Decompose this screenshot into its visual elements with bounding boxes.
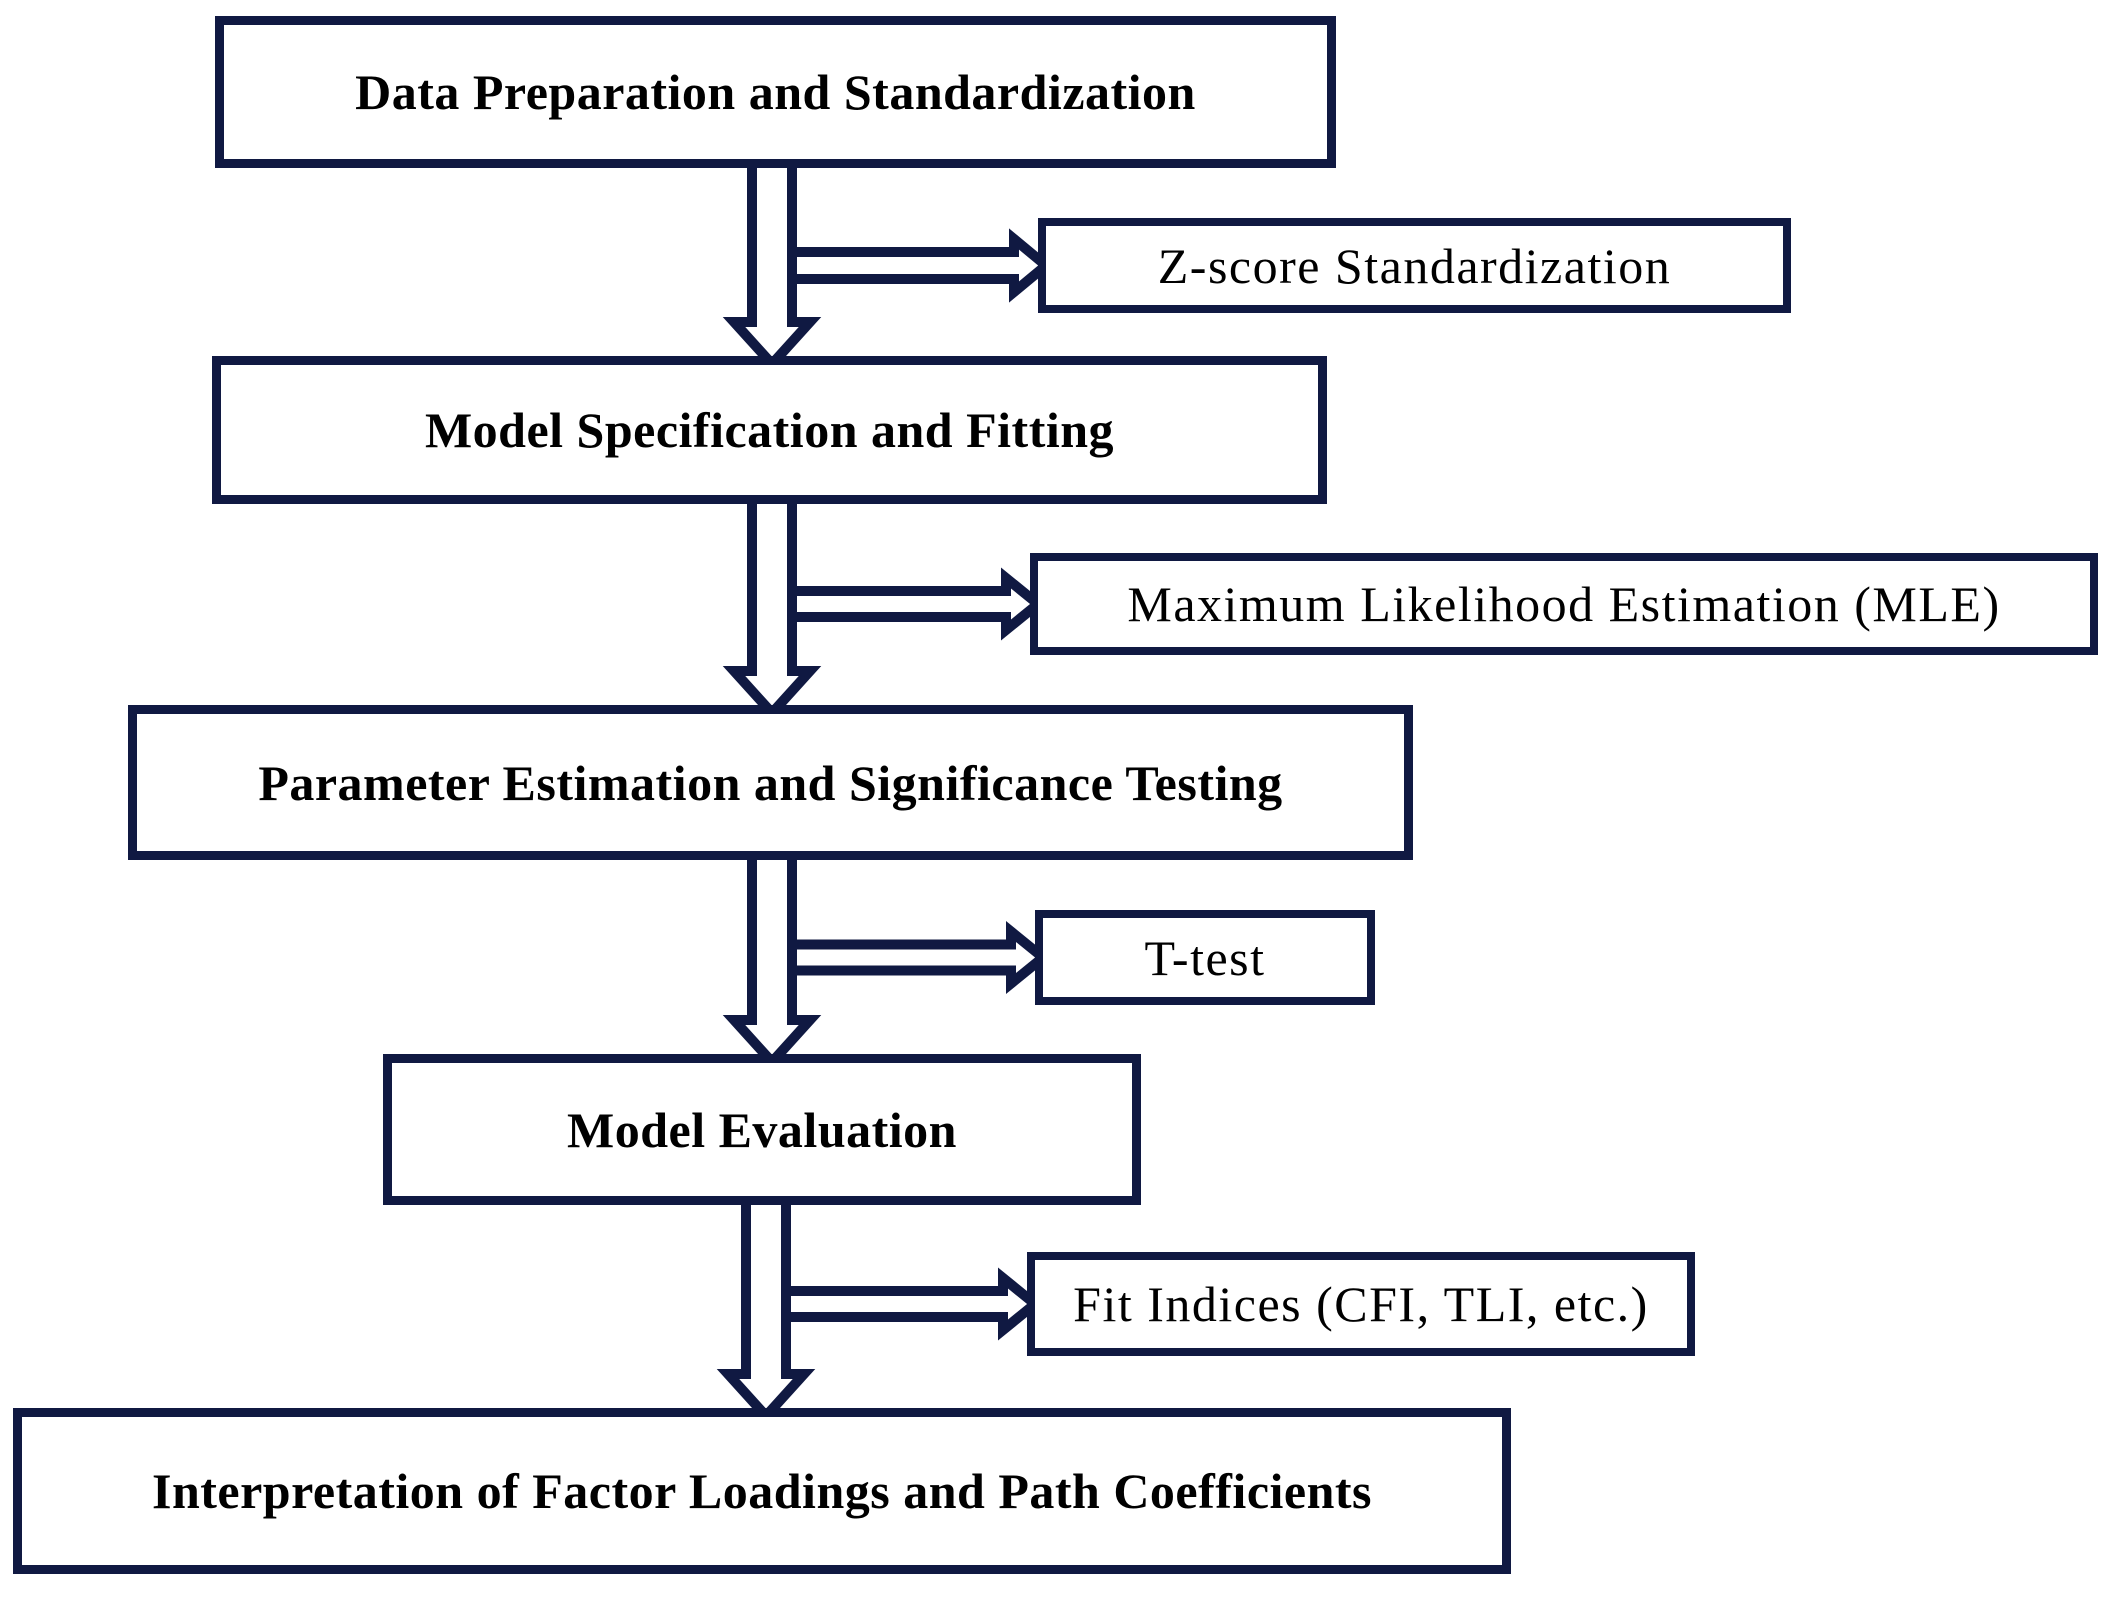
step-box-parameter-estimation: Parameter Estimation and Significance Te… [128,705,1413,860]
step-box-model-specification: Model Specification and Fitting [212,356,1327,504]
method-label-z-score: Z-score Standardization [1157,237,1672,294]
method-label-fit-indices: Fit Indices (CFI, TLI, etc.) [1073,1276,1649,1332]
method-box-t-test: T-test [1035,910,1375,1005]
method-box-mle: Maximum Likelihood Estimation (MLE) [1030,553,2098,655]
branch-arrow-right-4 [779,1267,1043,1341]
step-box-model-evaluation: Model Evaluation [383,1054,1141,1205]
method-box-fit-indices: Fit Indices (CFI, TLI, etc.) [1027,1252,1695,1356]
branch-arrow-right-2 [785,567,1046,641]
down-arrow-4 [716,1185,816,1424]
down-arrow-1 [722,145,822,372]
step-label-data-preparation: Data Preparation and Standardization [355,64,1196,120]
method-label-t-test: T-test [1144,929,1266,986]
method-label-mle: Maximum Likelihood Estimation (MLE) [1127,576,2001,632]
step-box-data-preparation: Data Preparation and Standardization [215,16,1336,168]
step-box-interpretation: Interpretation of Factor Loadings and Pa… [13,1408,1511,1574]
step-label-parameter-estimation: Parameter Estimation and Significance Te… [258,754,1283,811]
branch-arrow-right-1 [785,228,1054,303]
step-label-model-evaluation: Model Evaluation [567,1101,957,1158]
branch-arrow-right-3 [785,920,1051,995]
step-label-model-specification: Model Specification and Fitting [424,402,1115,458]
method-box-z-score: Z-score Standardization [1038,218,1791,313]
step-label-interpretation: Interpretation of Factor Loadings and Pa… [151,1463,1373,1519]
down-arrow-2 [722,485,822,721]
down-arrow-3 [722,840,822,1070]
